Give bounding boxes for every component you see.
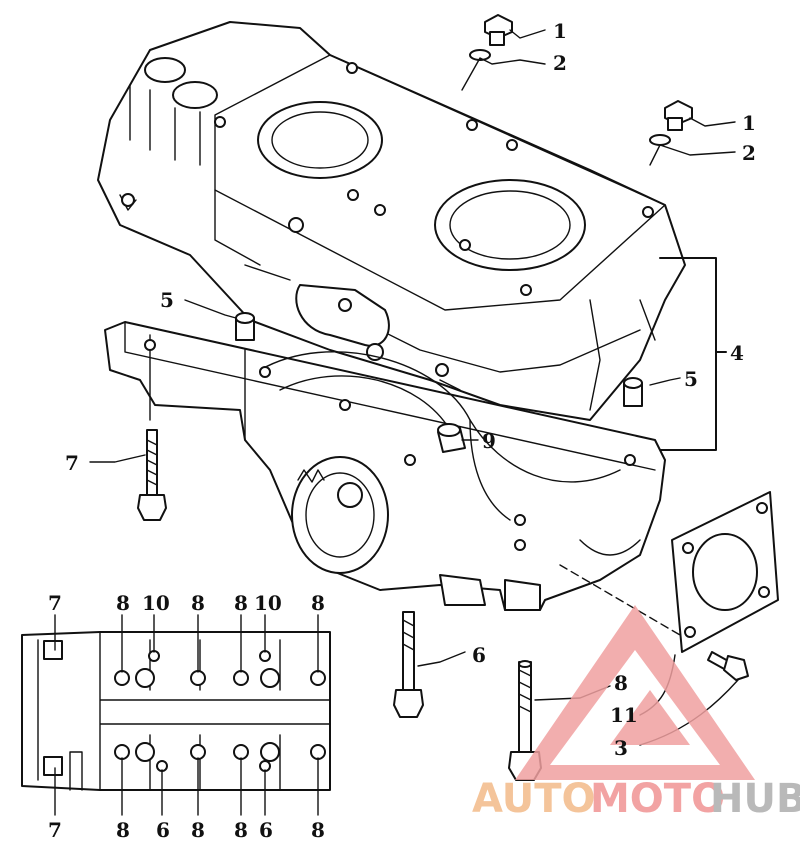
inset-bottom-label: 7 bbox=[48, 818, 62, 842]
callout-2-top: 2 bbox=[553, 51, 567, 75]
inset-bottom-label: 8 bbox=[191, 818, 205, 842]
washer-2-right bbox=[649, 134, 671, 146]
dowel-pin-5-right bbox=[623, 377, 643, 407]
inset-bottom-label: 6 bbox=[259, 818, 273, 842]
upper-crankcase bbox=[97, 21, 686, 421]
lower-crankcase bbox=[104, 321, 666, 611]
inset-top-label: 8 bbox=[116, 591, 130, 615]
inset-top-label: 10 bbox=[142, 591, 170, 615]
inset-bottom-label: 6 bbox=[156, 818, 170, 842]
callout-1-top: 1 bbox=[553, 19, 567, 43]
watermark-triangle bbox=[515, 605, 755, 780]
bolt-1-right bbox=[664, 100, 693, 131]
callout-9: 9 bbox=[482, 429, 496, 453]
inset-top-label: 8 bbox=[234, 591, 248, 615]
inset-bottom-label: 8 bbox=[311, 818, 325, 842]
inset-top-label: 10 bbox=[254, 591, 282, 615]
inset-bottom-view bbox=[21, 614, 331, 816]
bolt-7 bbox=[137, 429, 167, 521]
callout-3: 3 bbox=[614, 736, 628, 760]
watermark-auto: AUTO bbox=[472, 776, 596, 822]
dashed-alignment-line bbox=[559, 564, 681, 636]
watermark-hub: HUB bbox=[710, 776, 800, 822]
bracket-4 bbox=[649, 257, 717, 451]
callout-7: 7 bbox=[65, 451, 79, 475]
inset-top-label: 8 bbox=[311, 591, 325, 615]
automotohub-watermark bbox=[515, 605, 755, 780]
callout-2-right: 2 bbox=[742, 141, 756, 165]
watermark-inner-triangle bbox=[610, 690, 690, 745]
exhaust-gasket-11 bbox=[671, 491, 779, 653]
inset-top-label: 7 bbox=[48, 591, 62, 615]
inset-bottom-label: 8 bbox=[116, 818, 130, 842]
callout-6: 6 bbox=[472, 643, 486, 667]
inset-bottom-label: 8 bbox=[234, 818, 248, 842]
dowel-pin-5-left bbox=[235, 312, 255, 341]
callout-5-right: 5 bbox=[684, 367, 698, 391]
inset-top-label: 8 bbox=[191, 591, 205, 615]
bolt-1-top bbox=[484, 14, 513, 46]
callout-11: 11 bbox=[610, 703, 638, 727]
washer-2-top bbox=[469, 49, 491, 61]
callout-1-right: 1 bbox=[742, 111, 756, 135]
callout-4: 4 bbox=[730, 341, 744, 365]
callout-8: 8 bbox=[614, 671, 628, 695]
watermark-moto: MOTO bbox=[590, 776, 725, 822]
bolt-6 bbox=[393, 611, 424, 718]
bolt-3 bbox=[707, 651, 749, 681]
callout-5-left: 5 bbox=[160, 288, 174, 312]
